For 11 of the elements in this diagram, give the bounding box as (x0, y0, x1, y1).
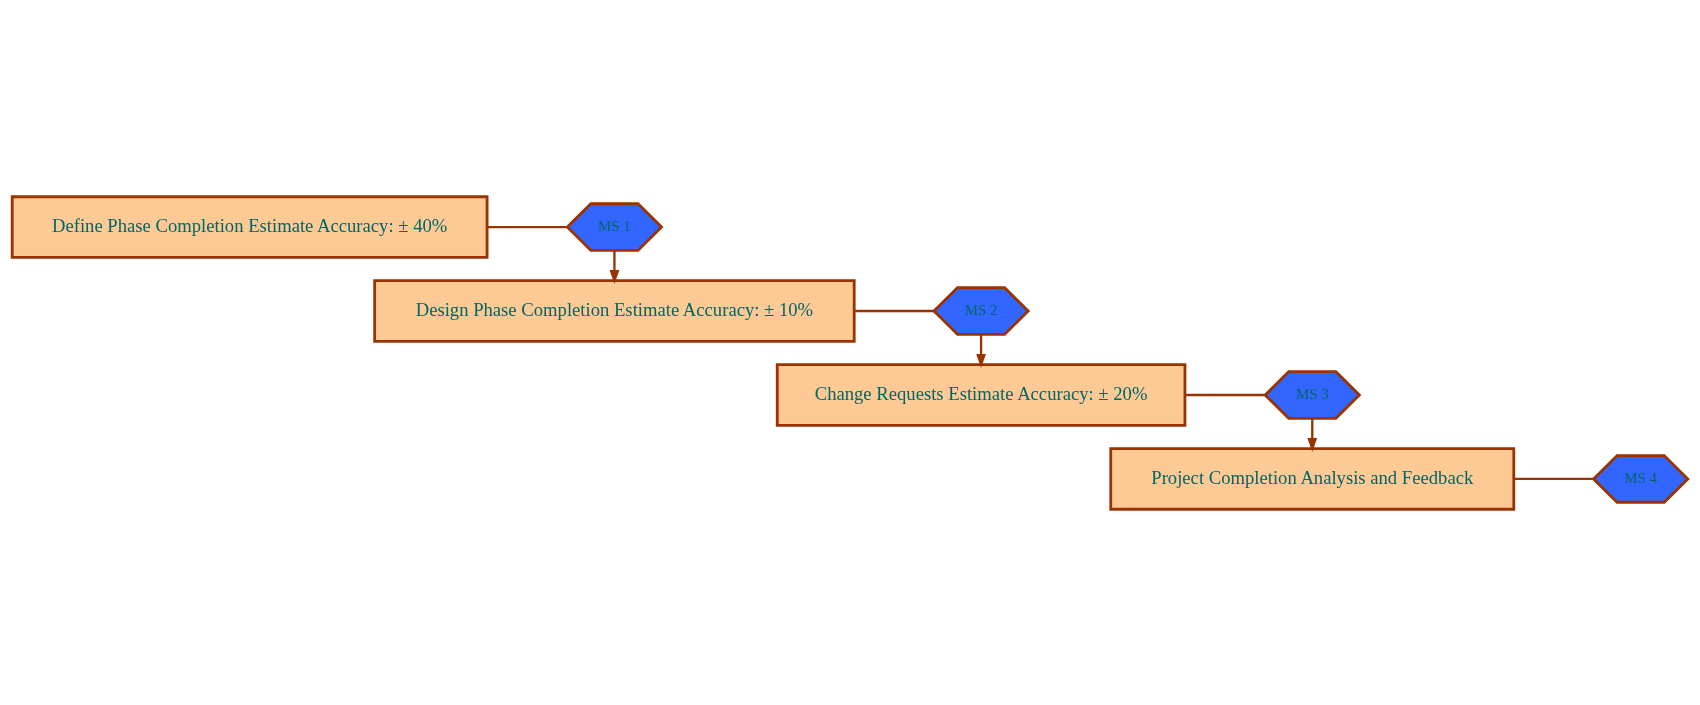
node-box: Project Completion Analysis and Feedback (1109, 446, 1516, 511)
arrow (609, 249, 620, 284)
connector (854, 309, 934, 312)
connector (1185, 393, 1266, 396)
connector (1514, 477, 1594, 480)
node-box: Change Requests Estimate Accuracy: ± 20% (775, 362, 1187, 427)
node-box: Define Phase Completion Estimate Accuracy: ± 40% (10, 194, 489, 259)
connector (487, 225, 568, 228)
arrow (976, 333, 986, 368)
node-box: Design Phase Completion Estimate Accuracy: ± 10% (373, 278, 856, 343)
arrow (1307, 417, 1318, 452)
